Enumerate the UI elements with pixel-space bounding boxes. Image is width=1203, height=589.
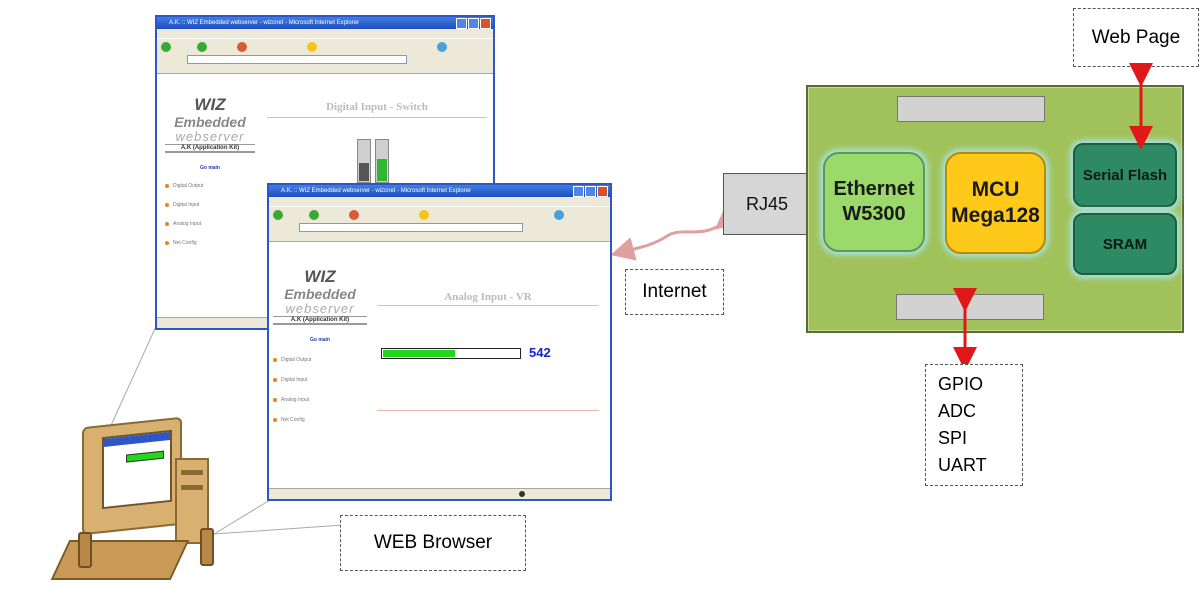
pc-tower [175,458,209,544]
web-browser-label: WEB Browser [340,515,526,571]
ethernet-chip: Ethernet W5300 [823,152,925,252]
menu-bar[interactable] [269,197,610,206]
internet-label: Internet [625,269,724,315]
sram-chip: SRAM [1073,213,1177,275]
browser-window-analog: A.K. :: WIZ Embedded webserver - wizcnet… [267,183,612,501]
ethernet-model: W5300 [842,203,906,225]
favorites-icon[interactable] [307,42,317,52]
serial-flash-chip: Serial Flash [1073,143,1177,207]
bottom-rule [377,410,599,411]
forward-icon[interactable] [197,42,207,52]
speaker-right [200,528,214,566]
mcu-model: Mega128 [951,204,1040,227]
sidebar-front: WIZ Embedded webserver A.K (Application … [273,267,367,423]
page-title-analog: Analog Input - VR [444,291,532,303]
nav-analog-input[interactable]: Analog Input [273,397,367,403]
adc-value: 542 [529,345,551,360]
logo-webserver: webserver [285,301,355,316]
messenger-icon[interactable] [554,210,564,220]
address-bar[interactable] [157,54,493,64]
ethernet-label: Ethernet [833,178,915,200]
nav-analog-input[interactable]: Analog Input [165,221,255,227]
nav-list: Digital Output Digital Input Analog Inpu… [165,183,255,246]
board-header-top [897,96,1045,122]
forward-icon[interactable] [309,210,319,220]
iface-gpio: GPIO [938,374,984,394]
io-interfaces-box: GPIO ADC SPI UART [925,364,1023,486]
switch-2[interactable] [375,139,389,183]
internet-link-arrow [612,210,732,261]
logo-embedded: Embedded [284,286,356,302]
title-bar: A.K. :: WIZ Embedded webserver - wizcnet… [269,185,610,197]
rj45-connector: RJ45 [723,173,811,235]
nav-net-config[interactable]: Net Config [165,240,255,246]
links-bar[interactable] [157,64,493,74]
pc-illustration [40,416,230,588]
stop-icon[interactable] [237,42,247,52]
nav-list: Digital Output Digital Input Analog Inpu… [273,357,367,423]
iface-adc: ADC [938,401,977,421]
nav-digital-output[interactable]: Digital Output [165,183,255,189]
go-main-link[interactable]: Go main [199,165,220,171]
back-icon[interactable] [273,210,283,220]
title-rule [267,117,487,118]
logo-webserver: webserver [175,129,245,144]
title-bar: A.K. :: WIZ Embedded webserver - wizcnet… [157,17,493,29]
status-bar [269,488,610,499]
favorites-icon[interactable] [419,210,429,220]
adc-progress-fill [383,350,455,357]
switch-1[interactable] [357,139,371,183]
mcu-chip: MCU Mega128 [945,152,1046,254]
speaker-left [78,532,92,568]
iface-spi: SPI [938,428,968,448]
sidebar-back: WIZ Embedded webserver A.K (Application … [165,95,255,246]
kit-label: A.K (Application Kit) [165,144,255,153]
address-bar[interactable] [269,222,610,232]
go-main-link[interactable]: Go main [309,337,330,343]
stop-icon[interactable] [349,210,359,220]
mcu-label: MCU [971,178,1020,201]
nav-digital-input[interactable]: Digital Input [273,377,367,383]
window-controls[interactable] [456,18,491,29]
nav-digital-output[interactable]: Digital Output [273,357,367,363]
logo-embedded: Embedded [174,114,246,130]
messenger-icon[interactable] [437,42,447,52]
logo-wiz: WIZ [194,95,226,114]
adc-progress-bar [381,348,521,359]
window-controls[interactable] [573,186,608,197]
web-page-label: Web Page [1073,8,1199,67]
back-icon[interactable] [161,42,171,52]
nav-net-config[interactable]: Net Config [273,417,367,423]
internet-zone-icon [519,491,525,497]
kit-label: A.K (Application Kit) [273,316,367,325]
iface-uart: UART [938,455,987,475]
toolbar[interactable] [269,206,610,223]
page-title-digital: Digital Input - Switch [326,101,428,113]
toolbar[interactable] [157,38,493,55]
title-rule [377,305,599,306]
nav-digital-input[interactable]: Digital Input [165,202,255,208]
menu-bar[interactable] [157,29,493,38]
links-bar[interactable] [269,232,610,242]
logo-wiz: WIZ [304,267,336,286]
